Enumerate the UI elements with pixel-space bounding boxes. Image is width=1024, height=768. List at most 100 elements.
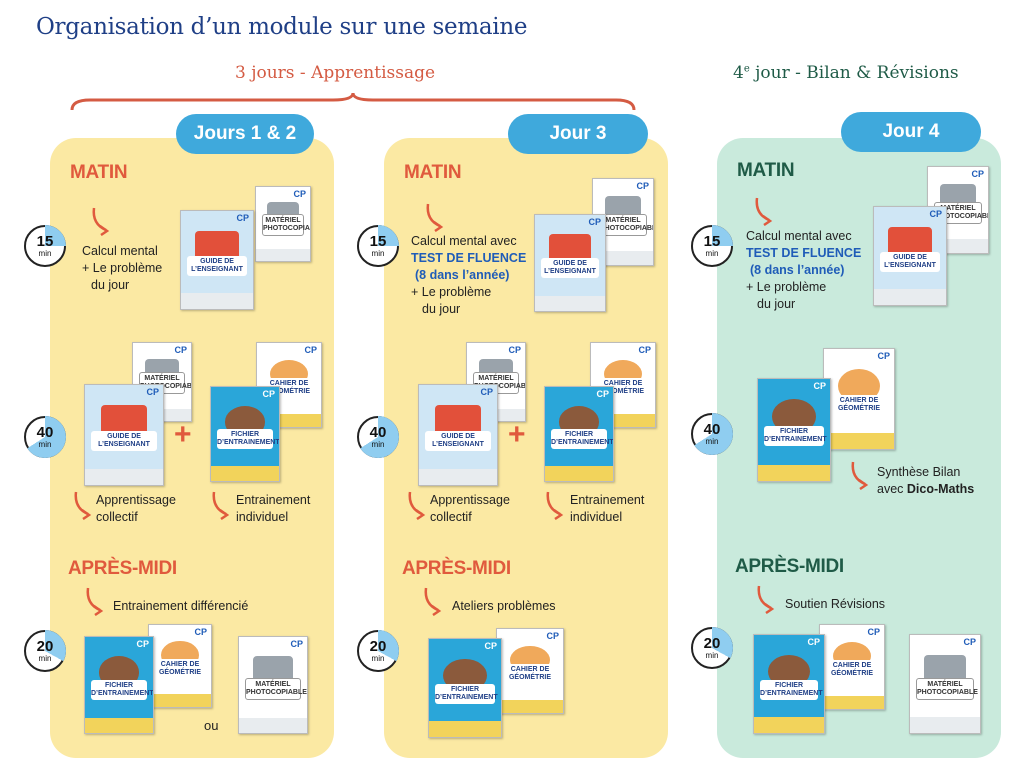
timer-unit: min — [705, 249, 719, 258]
timer-value: 40 — [36, 424, 54, 441]
apprentissage-brace — [70, 92, 636, 111]
arrow-icon — [755, 197, 773, 226]
matin-heading: MATIN — [737, 160, 795, 181]
book-title: CAHIER DE GÉOMÉTRIE — [826, 660, 878, 681]
book-title: FICHIER D’ENTRAINEMENT — [91, 680, 153, 701]
book-title: GUIDE DE L’ENSEIGNANT — [880, 251, 940, 272]
book-footer — [149, 693, 211, 707]
fluence-test: TEST DE FLUENCE — [411, 251, 527, 265]
book-level: CP — [194, 627, 207, 637]
book-level: CP — [596, 389, 609, 399]
book-footer — [211, 465, 279, 481]
book-footer — [754, 717, 824, 733]
matin-heading: MATIN — [404, 162, 462, 183]
morning-line-1: Calcul mental — [82, 244, 158, 258]
book-title: FICHIER D’ENTRAINEMENT — [760, 679, 823, 700]
book-footer — [545, 465, 613, 481]
timer-fill — [24, 416, 66, 458]
morning-line-3: du jour — [757, 297, 796, 311]
synthese-line-2: avec Dico-Maths — [877, 481, 974, 498]
plus-sign: + — [508, 418, 526, 451]
book-footer — [820, 695, 884, 709]
book-footer — [85, 469, 163, 485]
timer-value: 15 — [703, 233, 721, 250]
book-footer — [535, 295, 605, 311]
morning-activity: Calcul mental avec TEST DE FLUENCE (8 da… — [411, 233, 526, 318]
afternoon-activity: Entrainement différencié — [113, 599, 249, 613]
book-footer — [824, 433, 894, 449]
book-title: MATÉRIEL PHOTOCOPIABLE — [599, 213, 653, 236]
morning-activity: Calcul mental + Le problème du jour — [82, 243, 162, 294]
book-title: GUIDE DE L’ENSEIGNANT — [91, 431, 157, 451]
arrow-icon — [212, 491, 230, 520]
timer-fill — [24, 630, 66, 672]
arrow-icon — [424, 587, 442, 616]
book-level: CP — [304, 345, 317, 355]
arrow-icon — [92, 207, 110, 236]
book-title: MATÉRIEL PHOTOCOPIABLE — [245, 678, 307, 701]
book-level: CP — [136, 639, 149, 649]
book-footer — [181, 293, 253, 309]
timer-fill — [691, 413, 733, 455]
book-title: GUIDE DE L’ENSEIGNANT — [541, 258, 599, 279]
column-jours-1-2: Jours 1 & 2 MATIN Calcul mental + Le pro… — [50, 114, 334, 758]
book-fichier-entrainement: CP FICHIER D’ENTRAINEMENT — [84, 636, 154, 734]
morning-line-2: + Le problème — [411, 285, 492, 299]
book-title: GUIDE DE L’ENSEIGNANT — [425, 431, 491, 451]
morning-activity: Calcul mental avec TEST DE FLUENCE (8 da… — [746, 228, 861, 313]
timer-value: 40 — [369, 424, 387, 441]
mid-left-line-2: collectif — [96, 510, 138, 524]
timer-value: 20 — [36, 638, 54, 655]
timer-unit: min — [705, 437, 719, 446]
book-title: MATÉRIEL PHOTOCOPIABLE — [916, 677, 978, 700]
book-fichier-entrainement: CP FICHIER D’ENTRAINEMENT — [753, 634, 825, 734]
morning-line-1: Calcul mental avec — [411, 234, 517, 248]
book-level: CP — [588, 217, 601, 227]
book-level: CP — [236, 213, 249, 223]
timer-unit: min — [38, 654, 52, 663]
timer-value: 15 — [36, 233, 54, 250]
book-level: CP — [638, 345, 651, 355]
book-footer — [910, 717, 980, 733]
book-footer — [419, 469, 497, 485]
book-level: CP — [146, 387, 159, 397]
apres-midi-heading: APRÈS-MIDI — [735, 556, 844, 577]
book-footer — [85, 717, 153, 733]
mid-left-line-2: collectif — [430, 510, 472, 524]
timer-value: 20 — [703, 635, 721, 652]
book-guide-enseignant: CP GUIDE DE L’ENSEIGNANT — [418, 384, 498, 486]
mid-left-line-1: Apprentissage — [430, 493, 510, 507]
book-level: CP — [877, 351, 890, 361]
column-jour-3: Jour 3 MATIN Calcul mental avec TEST DE … — [384, 114, 668, 758]
day-ordinal: e — [743, 63, 750, 75]
page-title: Organisation d’un module sur une semaine — [36, 14, 528, 40]
tab-jours-1-2: Jours 1 & 2 — [176, 114, 314, 154]
morning-line-3: du jour — [91, 278, 130, 292]
arrow-icon — [851, 461, 869, 490]
book-title: MATÉRIEL PHOTOCOPIABLE — [262, 213, 310, 236]
arrow-icon — [426, 203, 444, 232]
book-level: CP — [963, 637, 976, 647]
book-level: CP — [480, 387, 493, 397]
mid-left-line-1: Apprentissage — [96, 493, 176, 507]
timer-unit: min — [38, 440, 52, 449]
timer-fill — [691, 225, 733, 267]
book-level: CP — [807, 637, 820, 647]
column-jour-4: Jour 4 MATIN Calcul mental avec TEST DE … — [717, 112, 1001, 758]
plus-sign: + — [174, 418, 192, 451]
arrow-icon — [74, 491, 92, 520]
